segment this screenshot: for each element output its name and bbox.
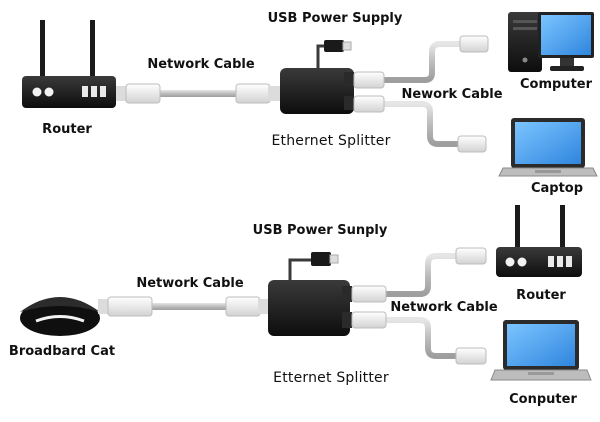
bottom-network-cable — [98, 296, 272, 317]
top-network-cable — [116, 83, 282, 104]
top-laptop-label: Captop — [530, 181, 584, 196]
top-computer-icon — [508, 12, 594, 72]
top-laptop-icon — [498, 118, 598, 177]
bottom-cable-label: Network Cable — [136, 276, 244, 291]
top-usb-cable — [316, 40, 352, 72]
top-ethernet-splitter — [280, 68, 354, 114]
bottom-usb-cable — [288, 252, 339, 284]
bottom-laptop-label: Conputer — [509, 392, 577, 407]
bottom-router-icon — [496, 205, 582, 277]
bottom-router-label: Router — [516, 288, 566, 303]
top-computer-label: Computer — [519, 77, 593, 92]
bottom-ethernet-splitter — [268, 280, 352, 336]
bottom-modem-label: Broadbard Cat — [8, 344, 116, 359]
top-right-cable-label: Nework Cable — [401, 87, 503, 102]
top-router-label: Router — [42, 122, 92, 137]
bottom-diagram — [20, 205, 592, 381]
top-right-cables — [353, 35, 489, 153]
bottom-usb-label: USB Power Sunply — [252, 223, 388, 238]
bottom-right-cables — [351, 247, 487, 365]
bottom-modem-icon — [20, 297, 100, 336]
top-diagram — [22, 12, 598, 177]
bottom-splitter-label: Etternet Splitter — [273, 370, 389, 386]
bottom-laptop-icon — [490, 320, 592, 381]
top-usb-label: USB Power Supply — [267, 11, 403, 26]
top-router-icon — [22, 20, 116, 108]
bottom-right-cable-label: Network Cable — [390, 300, 498, 315]
top-splitter-label: Ethernet Splitter — [271, 133, 391, 149]
top-cable-label: Network Cable — [147, 57, 255, 72]
